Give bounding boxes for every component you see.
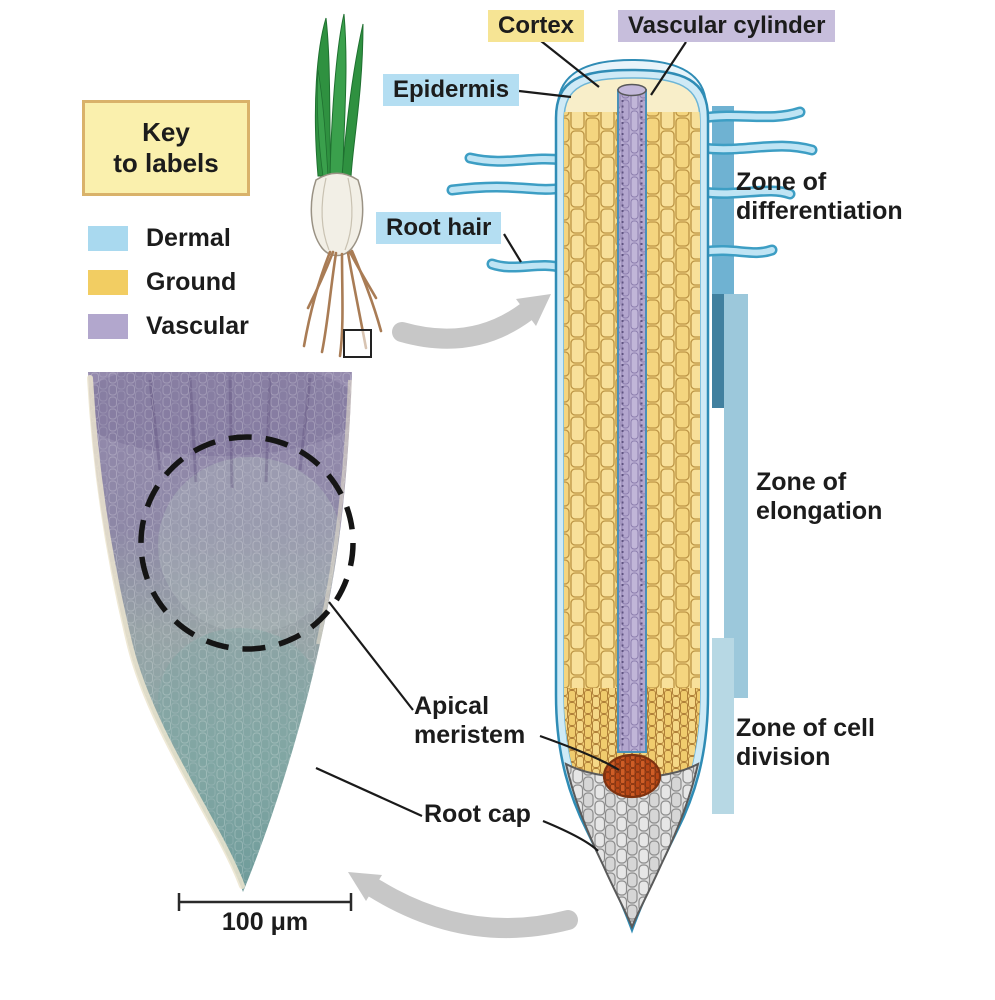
zone-bar-division — [712, 638, 734, 814]
pointer-root-hair — [503, 233, 522, 263]
zone-label-cell-division: Zone of cell division — [736, 714, 875, 771]
vascular-swatch — [88, 314, 128, 339]
sample-box — [343, 329, 372, 358]
callout-epidermis: Epidermis — [383, 74, 520, 107]
scale-bar — [177, 893, 353, 911]
pointer-vascular-cylinder — [650, 41, 687, 96]
callout-cortex: Cortex — [488, 10, 585, 43]
root-diagram — [446, 58, 818, 934]
callout-vascular-cylinder: Vascular cylinder — [618, 10, 836, 43]
vascular-cylinder-shape — [617, 83, 647, 753]
zone-label-elongation: Zone of elongation — [756, 468, 883, 525]
onion-plant — [302, 13, 383, 358]
zone-bar-elongation — [724, 294, 748, 698]
ground-swatch — [88, 270, 128, 295]
pointer-lines — [315, 40, 687, 852]
zone-bars — [712, 106, 748, 814]
legend-item-dermal: Dermal — [88, 224, 231, 253]
ground-label: Ground — [146, 268, 237, 296]
scale-label: 100 μm — [221, 908, 309, 936]
pointer-root-cap-to-micrograph — [315, 766, 423, 818]
callout-root-hair: Root hair — [376, 212, 502, 245]
dermal-swatch — [88, 226, 128, 251]
key-box: Key to labels — [82, 100, 250, 196]
zone-label-differentiation: Zone of differentiation — [736, 168, 903, 225]
dermal-label: Dermal — [146, 224, 231, 252]
pointer-cortex — [540, 40, 600, 88]
vascular-label: Vascular — [146, 312, 249, 340]
root-cap-label: Root cap — [424, 800, 531, 828]
arrow-root-to-micrograph — [348, 872, 578, 938]
pointer-epidermis — [518, 89, 572, 99]
arrow-onion-to-root — [392, 294, 551, 349]
micrograph — [87, 372, 356, 892]
apical-meristem-label: Apical meristem — [414, 692, 526, 749]
legend-item-vascular: Vascular — [88, 312, 249, 341]
pointer-root-cap-to-root — [542, 819, 599, 852]
pointer-apical-meristem-to-root — [539, 734, 620, 771]
apical-meristem-shape — [602, 753, 662, 799]
pointer-apical-meristem-to-circle — [328, 601, 414, 711]
meristem-dashed-circle — [138, 434, 356, 652]
root-hairs — [446, 106, 818, 274]
legend-item-ground: Ground — [88, 268, 236, 297]
